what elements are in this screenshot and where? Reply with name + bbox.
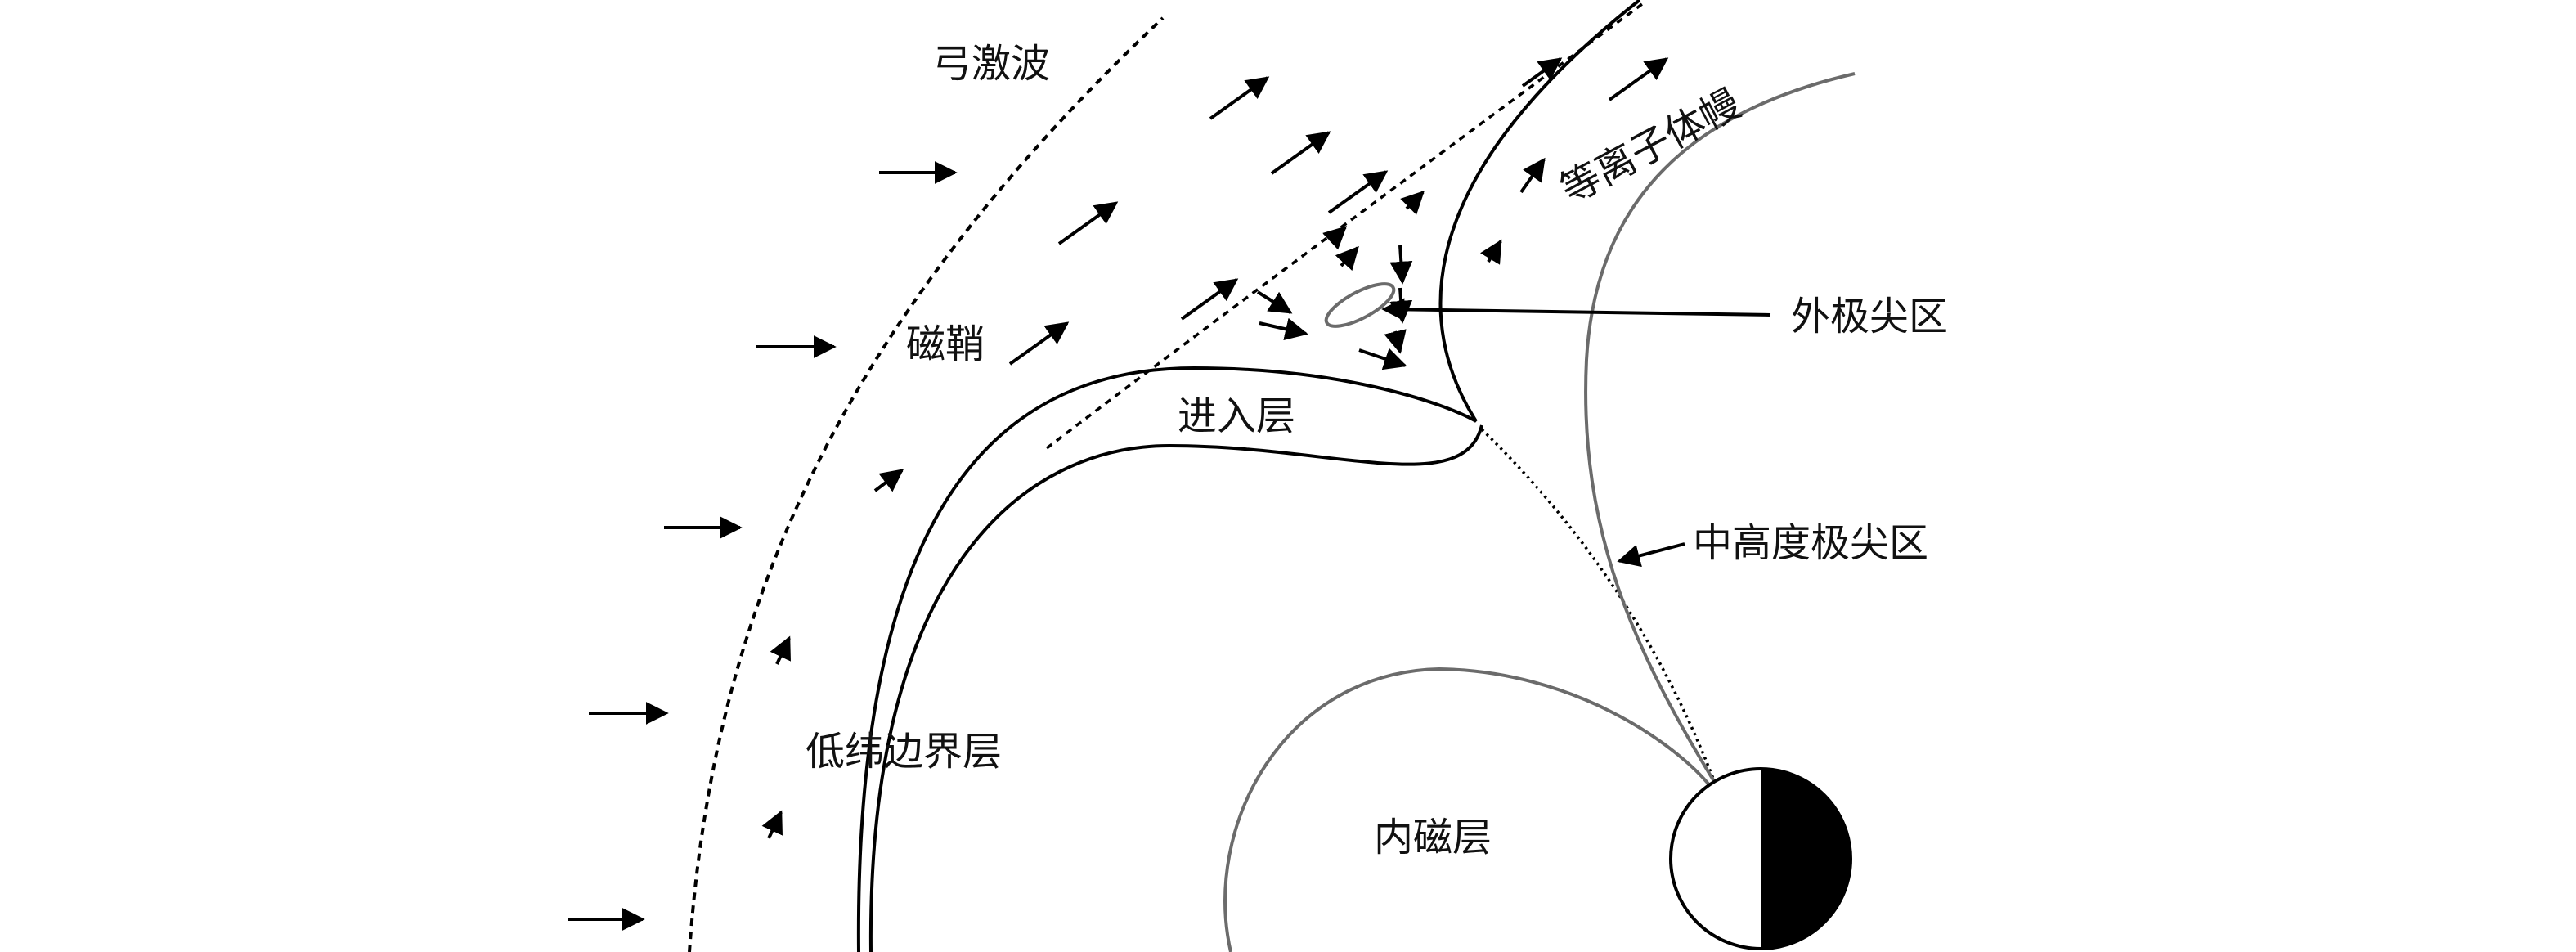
magnetopause-dotted-continuation xyxy=(1045,0,1647,450)
exterior-cusp-ellipse xyxy=(1324,282,1396,328)
plasmasphere-label: 内磁层 xyxy=(1374,815,1492,860)
flow-arrow xyxy=(1180,278,1239,321)
flow-arrow xyxy=(1480,239,1502,265)
cusp-dotted-field-line xyxy=(1480,428,1719,790)
cusp-arrow xyxy=(1259,317,1308,341)
magnetosheath-flow-arrows xyxy=(761,76,1389,839)
flow-arrow xyxy=(1057,201,1119,245)
flow-arrow xyxy=(1327,170,1389,214)
flow-arrow xyxy=(1209,76,1270,120)
cusp-arrow xyxy=(1322,226,1348,250)
plasma-mantle-label: 等离子体幔 xyxy=(1553,80,1748,213)
flow-arrow xyxy=(1270,131,1331,175)
cusp-turbulence-arrows xyxy=(1256,191,1425,370)
cusp-arrow xyxy=(1384,329,1407,354)
cusp-arrow xyxy=(1400,191,1425,215)
flow-arrow xyxy=(1608,57,1669,101)
exterior-cusp-pointer xyxy=(1381,298,1771,321)
bow-shock-line xyxy=(688,16,1165,952)
mid-altitude-cusp-label: 中高度极尖区 xyxy=(1693,520,1928,566)
flow-arrow xyxy=(1008,321,1070,366)
entry-layer-label: 进入层 xyxy=(1178,393,1295,439)
solar-wind-arrows xyxy=(568,161,958,931)
cusp-arrow xyxy=(1389,287,1413,324)
magnetopause-outer-curve xyxy=(856,0,1641,952)
plasma-mantle-boundary xyxy=(1584,72,1856,791)
bow-shock-label: 弓激波 xyxy=(932,41,1050,87)
flow-arrow xyxy=(873,469,904,492)
cusp-arrow xyxy=(1389,245,1413,285)
magnetopause-inner-curve xyxy=(868,424,1483,952)
flow-arrow xyxy=(761,810,783,839)
flow-arrow xyxy=(770,635,791,665)
cusp-arrow xyxy=(1358,348,1407,370)
low-latitude-boundary-layer-label: 低纬边界层 xyxy=(806,729,1002,775)
mid-altitude-cusp-pointer xyxy=(1617,542,1685,568)
earth-icon xyxy=(1669,767,1852,950)
cusp-arrow xyxy=(1256,290,1293,314)
flow-arrow xyxy=(1519,157,1546,194)
exterior-cusp-label: 外极尖区 xyxy=(1791,294,1948,339)
cusp-arrow xyxy=(1335,245,1359,272)
flow-arrow xyxy=(1521,57,1563,88)
plasmasphere-curve xyxy=(1223,667,1712,952)
mantle-flow-arrows xyxy=(1480,57,1669,265)
magnetosheath-label: 磁鞘 xyxy=(906,321,985,367)
